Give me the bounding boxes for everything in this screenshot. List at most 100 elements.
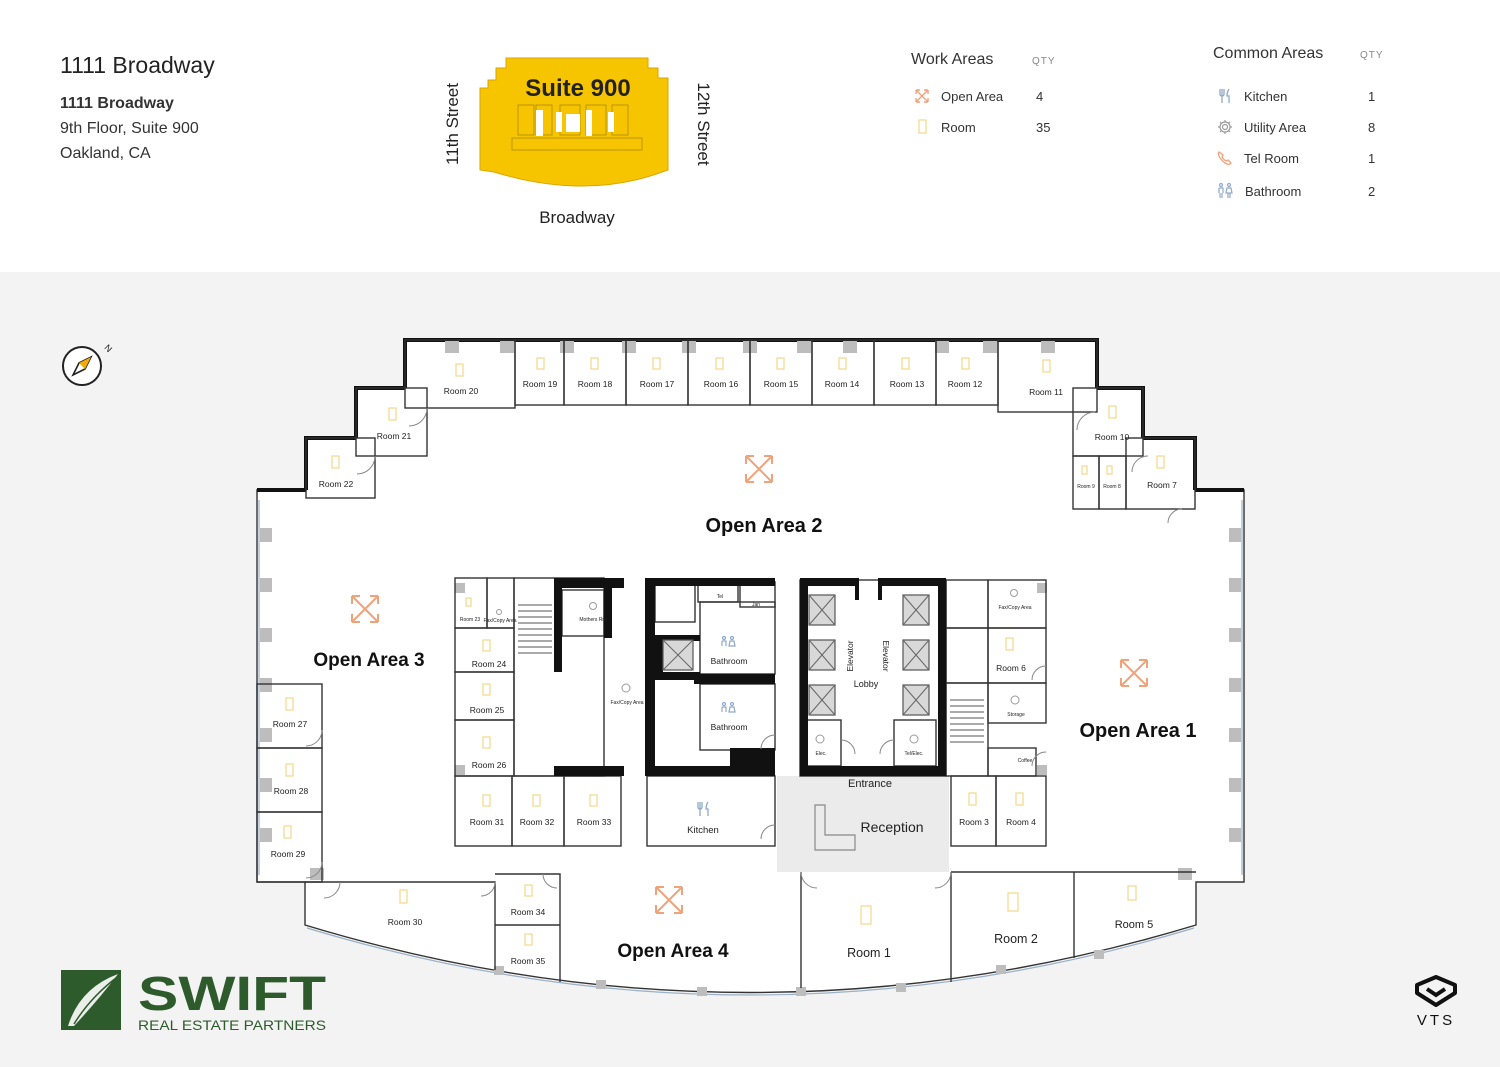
core-walls <box>554 578 946 776</box>
restroom-icon <box>721 701 736 713</box>
room-3-label: Room 3 <box>959 817 989 827</box>
room-26-label: Room 26 <box>472 760 507 770</box>
tel-label: Tel <box>717 594 723 600</box>
reception-area-tint <box>777 776 949 872</box>
room-11-label: Room 11 <box>1029 387 1063 397</box>
room-10-label: Room 10 <box>1095 432 1130 442</box>
legend-bathroom-qty: 2 <box>1368 184 1376 199</box>
room-32-label: Room 32 <box>520 817 555 827</box>
small-room-labels: Room 23 Room 9 Room 8 Fax/Copy Area Fax/… <box>460 484 1121 764</box>
logo-subtitle: REAL ESTATE PARTNERS <box>138 1017 326 1033</box>
legend-bathroom-label: Bathroom <box>1245 184 1302 199</box>
elec-label: Elec. <box>815 751 826 757</box>
room-34-label: Room 34 <box>511 907 546 917</box>
open-area-icons <box>351 455 1148 914</box>
stairs <box>518 604 984 743</box>
legend-kitchen-label: Kitchen <box>1244 89 1288 104</box>
room-labels: Room 20 Room 19 Room 18 Room 17 Room 16 … <box>271 379 1177 966</box>
room-4-label: Room 4 <box>1006 817 1036 827</box>
room-13-label: Room 13 <box>890 379 925 389</box>
lobby-label: Lobby <box>854 679 879 689</box>
vts-mark-icon <box>1415 975 1457 1007</box>
floor-outline <box>256 339 1245 994</box>
key-plan-street-right: 12th Street <box>694 82 713 165</box>
open-area-2-label: Open Area 2 <box>705 515 822 537</box>
legend-room-label: Room <box>941 120 976 135</box>
expand-arrows-icon <box>1120 659 1148 687</box>
room-14-label: Room 14 <box>825 379 860 389</box>
expand-arrows-icon <box>745 455 773 483</box>
key-plan-suite-label: Suite 900 <box>525 75 630 102</box>
room-23-label: Room 23 <box>460 617 481 623</box>
vts-wordmark: VTS <box>1416 1012 1456 1029</box>
room-2-label: Room 2 <box>994 932 1038 946</box>
gear-icon <box>496 589 1020 744</box>
work-areas-qty-heading: QTY <box>1032 56 1056 67</box>
bathroom-2-label: Bathroom <box>711 722 748 732</box>
room-1-label: Room 1 <box>847 946 891 960</box>
reception-desk <box>814 804 856 851</box>
room-12-label: Room 12 <box>948 379 983 389</box>
room-28-label: Room 28 <box>274 786 309 796</box>
phone-icon <box>1217 151 1232 165</box>
door-swings <box>305 407 1183 899</box>
door-icon <box>918 119 927 134</box>
elevator-label-right: Elevator <box>881 640 891 671</box>
room-20-label: Room 20 <box>444 386 479 396</box>
room-8-label: Room 8 <box>1103 484 1121 490</box>
kitchen-label: Kitchen <box>687 825 719 836</box>
legend-kitchen-qty: 1 <box>1368 89 1376 104</box>
room-30-label: Room 30 <box>388 917 423 927</box>
vts-logo: VTS <box>1410 975 1462 1029</box>
fax-copy-label-3: Fax/Copy Area <box>483 618 516 624</box>
elevator-label-left: Elevator <box>845 640 855 671</box>
open-area-3-label: Open Area 3 <box>313 650 424 671</box>
logo-word: SWIFT <box>138 968 326 1021</box>
room-18-label: Room 18 <box>578 379 613 389</box>
room-6-label: Room 6 <box>996 663 1026 673</box>
compass-north-label: N <box>102 342 114 354</box>
gear-icon <box>1218 120 1232 134</box>
room-33-label: Room 33 <box>577 817 612 827</box>
room-29-label: Room 29 <box>271 849 306 859</box>
elevator-crosses <box>662 594 930 716</box>
room-27-label: Room 27 <box>273 719 308 729</box>
legend-tel-room-qty: 1 <box>1368 151 1376 166</box>
fax-copy-label-1: Fax/Copy Area <box>610 700 643 706</box>
room-16-label: Room 16 <box>704 379 739 389</box>
legend-utility-qty: 8 <box>1368 120 1376 135</box>
key-plan-cores <box>536 110 614 136</box>
legend-room-qty: 35 <box>1036 120 1051 135</box>
compass-icon: N <box>62 342 114 386</box>
room-17-label: Room 17 <box>640 379 675 389</box>
restroom-icon <box>721 635 736 647</box>
room-15-label: Room 15 <box>764 379 799 389</box>
room-24-label: Room 24 <box>472 659 507 669</box>
open-area-4-label: Open Area 4 <box>617 941 729 962</box>
fax-copy-label-2: Fax/Copy Area <box>998 605 1031 611</box>
work-areas-heading: Work Areas <box>911 51 994 68</box>
common-areas-qty-heading: QTY <box>1360 50 1384 61</box>
coffee-label: Coffee <box>1018 758 1033 764</box>
legend-open-area-label: Open Area <box>941 89 1004 104</box>
room-31-label: Room 31 <box>470 817 505 827</box>
room-19-label: Room 19 <box>523 379 558 389</box>
room-7-label: Room 7 <box>1147 480 1177 490</box>
key-plan-street-left: 11th Street <box>443 83 462 165</box>
room-icons <box>283 357 1165 946</box>
room-9-label: Room 9 <box>1077 484 1095 490</box>
legend-tel-room-label: Tel Room <box>1244 151 1299 166</box>
expand-arrows-icon <box>655 886 683 914</box>
open-area-1-label: Open Area 1 <box>1079 720 1196 742</box>
expand-arrows-icon <box>351 595 379 623</box>
storage-label: Storage <box>1007 712 1025 718</box>
tel-elec-label: Tel/Elec. <box>905 751 924 757</box>
bathroom-1-label: Bathroom <box>711 656 748 666</box>
address-line-2: 9th Floor, Suite 900 <box>60 120 199 137</box>
header <box>0 0 1500 272</box>
reception-label: Reception <box>860 819 923 835</box>
fork-knife-icon <box>1219 88 1230 103</box>
building-title: 1111 Broadway <box>60 52 215 78</box>
key-plan-street-bottom: Broadway <box>539 208 615 227</box>
